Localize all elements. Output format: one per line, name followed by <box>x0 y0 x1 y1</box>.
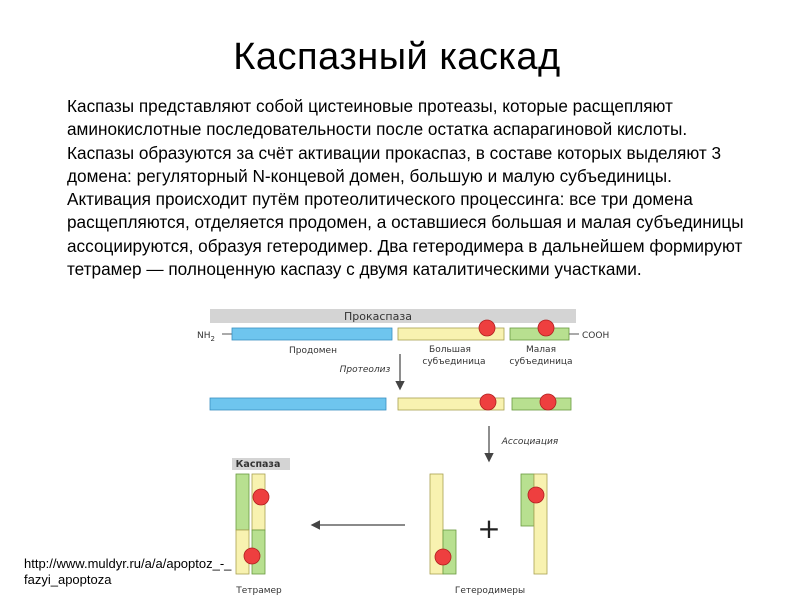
procaspase-small-active-site <box>537 319 555 337</box>
proteolysis-label: Протеолиз <box>340 365 391 375</box>
cleaved-prodomain <box>209 397 387 411</box>
large-subunit-label-line2: субъединица <box>422 357 485 367</box>
small-subunit-label-line2: субъединица <box>509 357 572 367</box>
tetramer-large-subunit-left-top <box>235 473 250 531</box>
slide-paragraph: Каспазы представляют собой цистеиновые п… <box>67 96 744 280</box>
tetramer-active-site-bottom <box>243 547 261 565</box>
caspase-title: Каспаза <box>236 459 281 470</box>
cleaved-large-subunit <box>397 397 505 411</box>
cooh-label: COOH <box>582 331 609 341</box>
nh2-label: NH2 <box>197 331 215 343</box>
cleaved-small-active-site <box>539 393 557 411</box>
heterodimer2-active-site <box>527 486 545 504</box>
heterodimer1-large-subunit <box>429 473 444 575</box>
heterodimer1-active-site <box>434 548 452 566</box>
plus-sign: + <box>477 512 500 545</box>
association-label: Ассоциация <box>501 437 559 447</box>
procaspase-title-bar <box>210 309 576 323</box>
prodomain-label: Продомен <box>289 346 337 356</box>
caspase-title-bar <box>232 458 290 470</box>
source-link[interactable]: http://www.muldyr.ru/a/a/apoptoz_-_fazyi… <box>24 556 232 587</box>
cleaved-large-active-site <box>479 393 497 411</box>
small-subunit-label-line1: Малая <box>526 345 556 355</box>
large-subunit-label-line1: Большая <box>429 345 471 355</box>
procaspase-large-subunit-segment <box>397 327 505 341</box>
procaspase-active-site <box>478 319 496 337</box>
procaspase-title: Прокаспаза <box>344 310 412 323</box>
tetramer-active-site-top <box>252 488 270 506</box>
slide-title: Каспазный каскад <box>233 36 561 78</box>
procaspase-prodomain-segment <box>231 327 393 341</box>
heterodimers-label: Гетеродимеры <box>455 586 525 595</box>
tetramer-label: Тетрамер <box>235 586 282 595</box>
